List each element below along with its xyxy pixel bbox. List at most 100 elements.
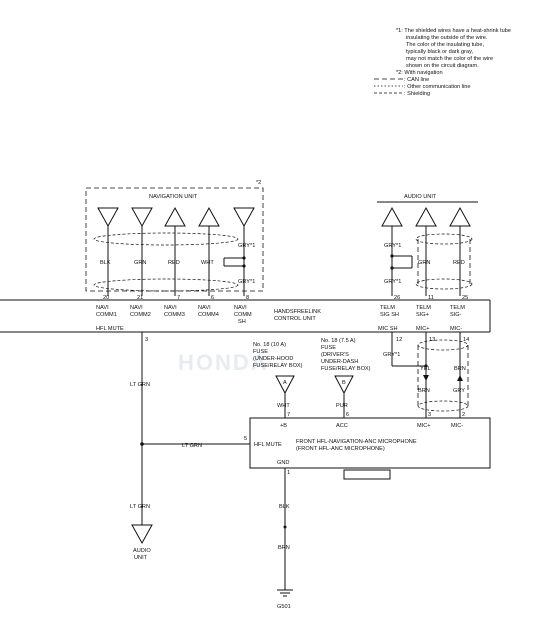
mic-sh-label: MIC SH	[378, 326, 398, 332]
terminal-label: COMM1	[96, 312, 117, 318]
terminal-label: TELM	[380, 305, 395, 311]
front-microphone: 7 6 3 2 +B ACC MIC+ MIC- 5 HFL MUTE FRON…	[244, 412, 491, 480]
shield-ellipse	[415, 278, 473, 290]
terminal-label: SIG+	[416, 312, 429, 318]
pin-number: 21	[137, 295, 143, 301]
wire-color: GRN	[418, 260, 430, 266]
pin-number: 5	[244, 436, 247, 442]
fuse-a-label: FUSE	[253, 349, 268, 355]
shield-ellipse	[415, 233, 473, 245]
pin-number: 3	[145, 337, 148, 343]
pin-number: 6	[211, 295, 214, 301]
mic-minus-label: MIC-	[450, 326, 462, 332]
terminal-label: COMM	[234, 312, 252, 318]
connector-triangle	[164, 206, 186, 227]
terminal-label: TELM	[416, 305, 431, 311]
audio-unit-ref: UNIT	[134, 555, 148, 561]
terminal-label: NAVI	[96, 305, 109, 311]
splice-dot	[390, 254, 394, 258]
shield-ellipse	[93, 278, 239, 292]
pin-number: 13	[429, 337, 435, 343]
mic-terminal: +B	[280, 423, 287, 429]
legend-shield: : Shielding	[404, 91, 430, 97]
pin-number: 14	[463, 337, 469, 343]
navigation-unit-title: NAVIGATION UNIT	[149, 194, 198, 200]
connector-triangle	[131, 207, 153, 228]
terminal-label: SH	[238, 319, 246, 325]
ground-circuit: BLK BRN G501	[277, 468, 293, 610]
terminal-label: NAVI	[198, 305, 211, 311]
mic-wires: GRY*1 YEL BRN BRN GRY	[383, 332, 469, 418]
mic-terminal: MIC+	[417, 423, 431, 429]
wire-color: GRY*1	[238, 243, 255, 249]
wire-color: GRY*1	[383, 352, 400, 358]
navigation-unit-marker: *2	[256, 180, 261, 186]
legend-other: : Other communication line	[404, 84, 471, 90]
note-1-line: may not match the color of the wire	[406, 56, 493, 62]
terminal-label: COMM3	[164, 312, 185, 318]
mic-plus-label: MIC+	[416, 326, 430, 332]
wire-color: GRY*1	[238, 279, 255, 285]
wire-color: BLK	[100, 260, 111, 266]
wire-color: GRY*1	[384, 243, 401, 249]
connector-triangle	[415, 206, 437, 227]
shield-ellipse	[93, 232, 239, 246]
terminal-label: NAVI	[164, 305, 177, 311]
wire-color: GRY*1	[384, 279, 401, 285]
audio-unit: AUDIO UNIT GRY*1 GRN RED GRY*1	[377, 194, 478, 296]
pin-number: 26	[394, 295, 400, 301]
pin-number: 6	[346, 412, 349, 418]
connector-triangle	[233, 207, 255, 228]
fuse-b-label: FUSE	[321, 345, 336, 351]
wire-color: LT GRN	[130, 504, 150, 510]
wire-color: YEL	[420, 366, 431, 372]
splice-dot	[242, 256, 246, 260]
hfl-unit-name: CONTROL UNIT	[274, 316, 316, 322]
twist-arrow	[457, 375, 463, 381]
connector-triangle	[97, 207, 119, 228]
watermark: HONDA	[178, 350, 269, 375]
note-1-line: The color of the insulating tube,	[406, 42, 484, 48]
fuse-b-label: No. 18 (7.5 A)	[321, 338, 356, 344]
fuse-b-label: (DRIVER'S	[321, 352, 349, 358]
connector-triangle	[449, 206, 471, 227]
terminal-label: TELM	[450, 305, 465, 311]
mic-terminal: ACC	[336, 423, 348, 429]
fuse-a-label: (UNDER-HOOD	[253, 356, 293, 362]
wire-color: LT GRN	[182, 443, 202, 449]
terminal-label: COMM4	[198, 312, 219, 318]
pin-number: 11	[428, 295, 434, 301]
navigation-unit: NAVIGATION UNIT *2 BLK GRN RED WHT GRY*1…	[85, 180, 264, 296]
fuse-b-letter: B	[342, 380, 346, 386]
connector-triangle	[131, 524, 153, 545]
fuse-a: No. 18 (10 A) FUSE (UNDER-HOOD FUSE/RELA…	[253, 342, 303, 418]
mic-terminal: MIC-	[451, 423, 463, 429]
handsfreelink-control-unit: 20 21 7 6 8 26 11 25 NAVI COMM1 NAVI COM…	[0, 295, 491, 343]
hfl-mute-wire: LT GRN LT GRN LT GRN AUDIO UNIT	[130, 332, 250, 561]
terminal-label: SIG-	[450, 312, 462, 318]
audio-unit-ref: AUDIO	[133, 548, 151, 554]
pin-number: 12	[396, 337, 402, 343]
wire-color: BRN	[418, 388, 430, 394]
twist-arrow	[423, 375, 429, 381]
wire-color: LT GRN	[130, 382, 150, 388]
splice-dot	[390, 266, 394, 270]
splice-dot	[283, 525, 287, 529]
notes: *1: The shielded wires have a heat-shrin…	[374, 28, 511, 97]
wire-color: BLK	[279, 504, 290, 510]
wire-color: GRN	[134, 260, 146, 266]
terminal-label: NAVI	[234, 305, 247, 311]
fuse-b-label: FUSE/RELAY BOX)	[321, 366, 371, 372]
pin-number: 25	[462, 295, 468, 301]
ground-id: G501	[277, 604, 291, 610]
wire-color: RED	[453, 260, 465, 266]
connector-triangle	[275, 375, 295, 395]
pin-number: 1	[287, 470, 290, 476]
wire-color: RED	[168, 260, 180, 266]
fuse-a-label: No. 18 (10 A)	[253, 342, 286, 348]
wire-color: GRY	[453, 388, 465, 394]
splice-dot	[242, 264, 246, 268]
fuse-b-label: UNDER-DASH	[321, 359, 358, 365]
note-1-line: typically black or dark gray,	[406, 49, 473, 55]
